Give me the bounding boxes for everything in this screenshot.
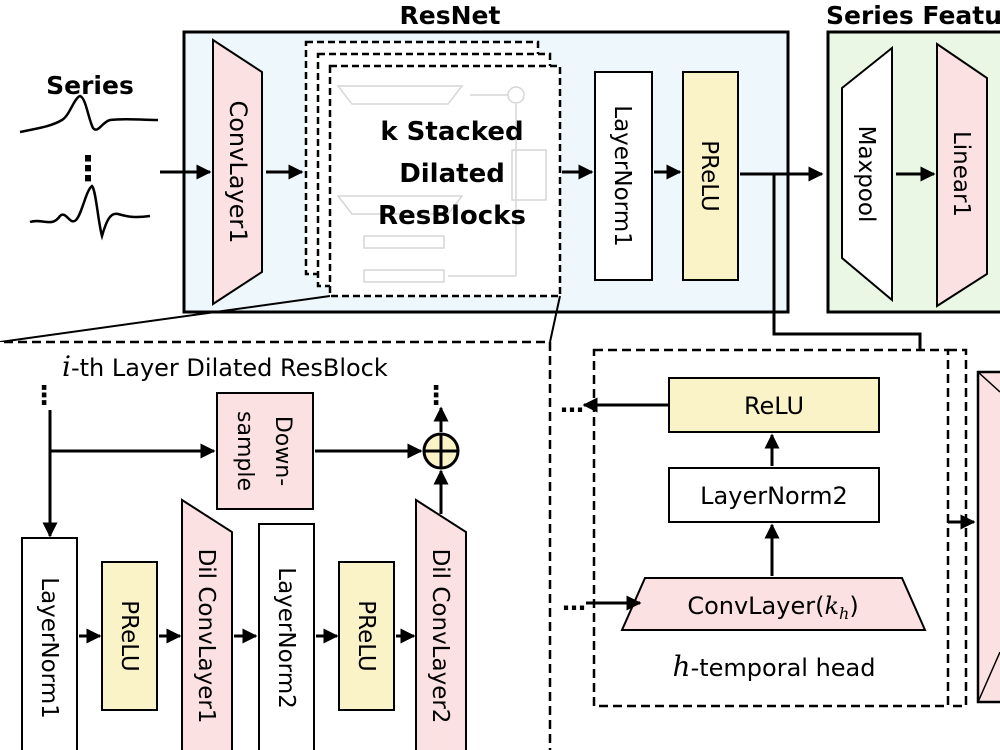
layernorm1-label: LayerNorm1 [609,105,635,247]
stack-edge-partial [948,348,968,708]
maxpool-block [841,45,893,303]
head-convlayer-label: ConvLayer(kh) [687,592,858,623]
convlayer1-block [212,38,263,306]
next-block-edge [977,371,1000,393]
head-layernorm2-label: LayerNorm2 [700,482,848,510]
head-convlayer-block [620,577,927,631]
rb-layernorm1-label: LayerNorm1 [36,577,62,719]
rb-dilconv2-label: Dil ConvLayer2 [427,549,453,724]
series-wave-2 [29,184,151,241]
stacked-label-line1: k Stacked [380,117,523,147]
downsample-block [216,392,314,510]
head-relu-label: ReLU [744,392,804,420]
rb-prelu1-block [101,561,158,711]
series-feature-title: Series Featu [826,1,1000,30]
layernorm1-block [594,71,653,281]
rb-layernorm2-label: LayerNorm2 [273,567,299,709]
resblock-title: i-th Layer Dilated ResBlock [62,350,388,383]
stacked-label-line2: Dilated [399,159,505,189]
stack-layer-front [328,64,562,298]
maxpool-label: Maxpool [853,126,879,223]
linear1-label: Linear1 [948,131,974,217]
rb-prelu2-block [338,561,395,711]
rb-dilconv1-label: Dil ConvLayer1 [193,549,219,724]
zoom-line-left [0,295,331,343]
resnet-title: ResNet [400,1,501,30]
head-input-dots: … [562,588,586,616]
head-layernorm2-block [668,467,880,523]
downsample-label-line2: sample [232,411,257,491]
stacked-label-line3: ResBlocks [378,201,526,231]
series-label: Series [46,71,134,100]
downsample-label-line1: Down- [270,416,295,486]
prelu-label: PReLU [696,140,722,211]
rb-prelu2-label: PReLU [353,600,379,671]
prelu-block [682,71,739,281]
temporal-head-title: h-temporal head [673,650,876,683]
head-relu-block [668,377,880,433]
next-block-edge-bottom [977,651,1000,703]
head-output-dots: … [560,390,584,418]
resblock-output-dots: ⋮ [423,381,449,411]
convlayer1-label: ConvLayer1 [224,100,252,243]
series-dots: ⋮ [71,149,105,189]
zoom-line-right [549,295,561,343]
rb-dilconv1-block [181,498,233,750]
rb-prelu1-label: PReLU [116,600,142,671]
resblock-input-dots: ⋮ [31,381,57,411]
series-wave-1 [19,94,159,134]
stack-inner-sketch [336,85,547,283]
rb-layernorm1-block [21,537,78,750]
rb-layernorm2-block [258,523,315,750]
linear1-block [936,42,988,308]
rb-dilconv2-block [415,498,467,750]
next-block-partial [976,370,1000,704]
